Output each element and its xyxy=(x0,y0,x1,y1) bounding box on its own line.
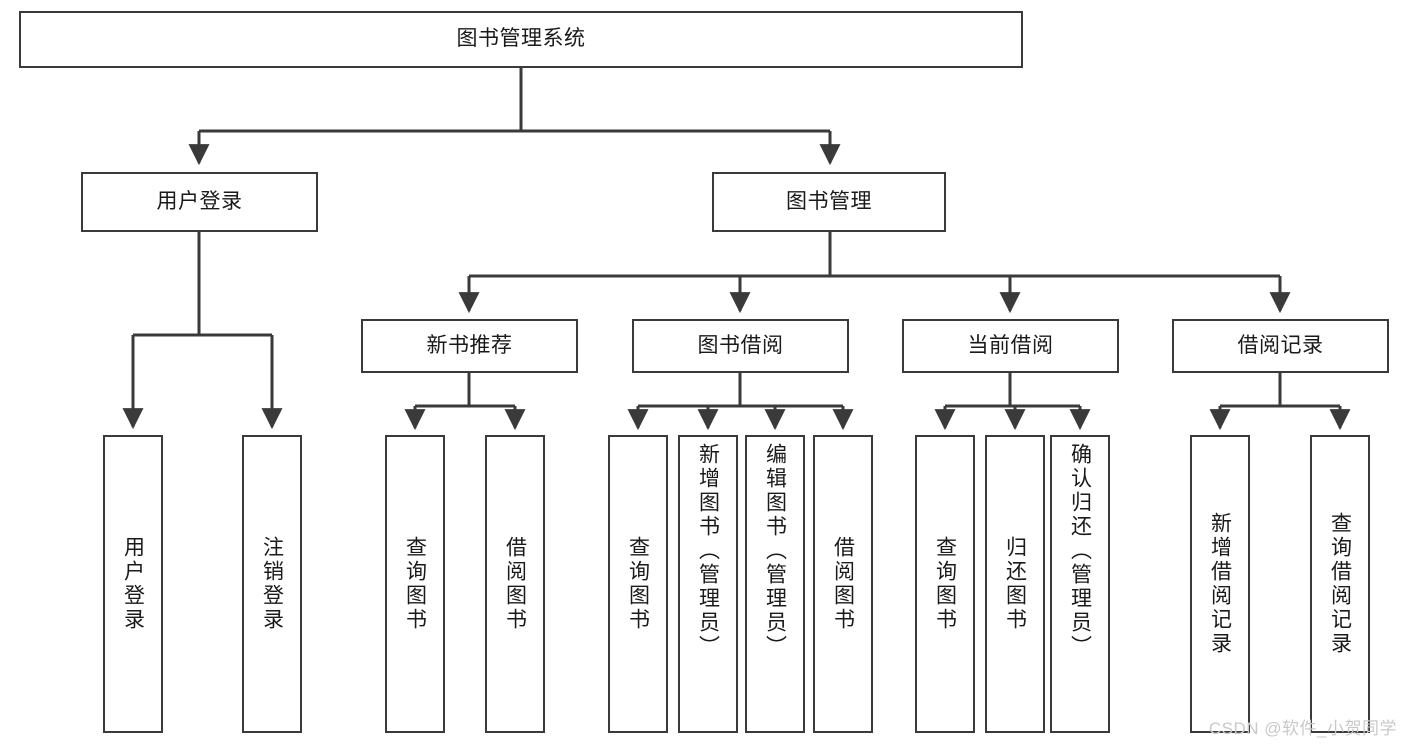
node-current-borrow[interactable]: 当前借阅 xyxy=(902,319,1119,373)
node-user-login-label: 用户登录 xyxy=(156,189,243,213)
leaf-return-book-label: 归还图书 xyxy=(1003,536,1027,632)
leaf-logout-label: 注销登录 xyxy=(260,536,284,632)
node-book-manage[interactable]: 图书管理 xyxy=(712,172,946,232)
leaf-edit-book-admin-label: 编辑图书（管理员） xyxy=(763,443,787,659)
leaf-borrow-book[interactable]: 借阅图书 xyxy=(813,435,873,733)
leaf-user-login-label: 用户登录 xyxy=(121,536,145,632)
leaf-edit-book-admin[interactable]: 编辑图书（管理员） xyxy=(745,435,805,733)
leaf-add-book-admin-label: 新增图书（管理员） xyxy=(696,443,720,659)
node-root-label: 图书管理系统 xyxy=(456,27,586,51)
leaf-query-book-recommend-label: 查询图书 xyxy=(403,536,427,632)
leaf-query-book-current[interactable]: 查询图书 xyxy=(915,435,975,733)
leaf-query-book-borrow[interactable]: 查询图书 xyxy=(608,435,668,733)
node-root[interactable]: 图书管理系统 xyxy=(19,11,1023,68)
leaf-confirm-return-admin[interactable]: 确认归还（管理员） xyxy=(1050,435,1110,733)
node-book-borrow[interactable]: 图书借阅 xyxy=(632,319,849,373)
leaf-query-borrow-record[interactable]: 查询借阅记录 xyxy=(1310,435,1370,733)
leaf-add-book-admin[interactable]: 新增图书（管理员） xyxy=(678,435,738,733)
leaf-user-login[interactable]: 用户登录 xyxy=(103,435,163,733)
leaf-confirm-return-admin-label: 确认归还（管理员） xyxy=(1068,443,1092,659)
leaf-add-borrow-record-label: 新增借阅记录 xyxy=(1208,512,1232,656)
node-book-manage-label: 图书管理 xyxy=(786,189,872,213)
node-user-login[interactable]: 用户登录 xyxy=(81,172,318,232)
node-new-book-recommend[interactable]: 新书推荐 xyxy=(361,319,578,373)
node-borrow-record[interactable]: 借阅记录 xyxy=(1172,319,1389,373)
leaf-borrow-book-label: 借阅图书 xyxy=(831,536,855,632)
leaf-borrow-book-recommend-label: 借阅图书 xyxy=(503,536,527,632)
leaf-add-borrow-record[interactable]: 新增借阅记录 xyxy=(1190,435,1250,733)
node-current-borrow-label: 当前借阅 xyxy=(967,333,1054,357)
leaf-query-book-recommend[interactable]: 查询图书 xyxy=(385,435,445,733)
leaf-query-borrow-record-label: 查询借阅记录 xyxy=(1328,512,1352,656)
leaf-logout[interactable]: 注销登录 xyxy=(242,435,302,733)
node-new-book-recommend-label: 新书推荐 xyxy=(426,333,513,357)
leaf-borrow-book-recommend[interactable]: 借阅图书 xyxy=(485,435,545,733)
node-book-borrow-label: 图书借阅 xyxy=(697,333,784,357)
leaf-query-book-current-label: 查询图书 xyxy=(933,536,957,632)
leaf-query-book-borrow-label: 查询图书 xyxy=(626,536,650,632)
watermark: CSDN @软件_小贺同学 xyxy=(1208,719,1397,738)
node-borrow-record-label: 借阅记录 xyxy=(1237,333,1324,357)
leaf-return-book[interactable]: 归还图书 xyxy=(985,435,1045,733)
